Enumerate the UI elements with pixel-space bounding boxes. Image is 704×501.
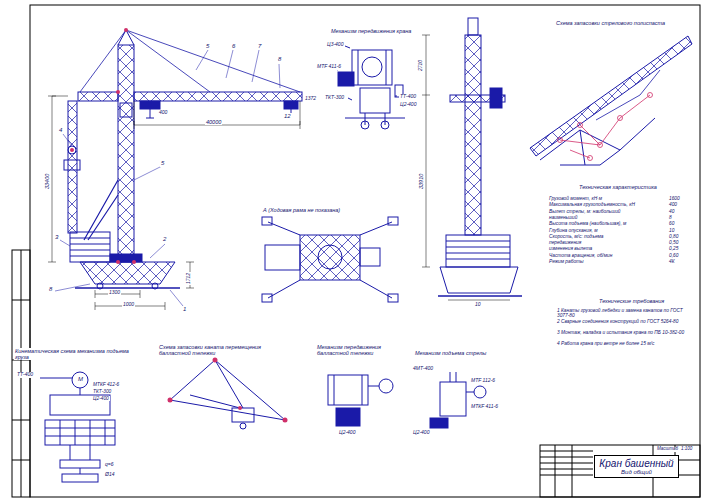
- dimension: 1372: [304, 96, 317, 102]
- pulleys: [168, 358, 288, 423]
- table-cell: 0,80: [668, 234, 679, 239]
- title-block-field: Масштаб: [656, 447, 679, 452]
- note-item: 2 Сварные соединения конструкций по ГОСТ…: [556, 319, 692, 324]
- view-title: А (Ходовая рама не показана): [262, 207, 341, 213]
- table-cell: наименьший: [548, 215, 578, 220]
- part-code: Ц2-400: [338, 430, 356, 436]
- table-cell: 4К: [668, 259, 676, 264]
- drawing-frame: [12, 5, 700, 497]
- table-cell: 0,25: [668, 246, 679, 251]
- drawing-title: Кран башенный: [599, 458, 674, 469]
- callout-number: 4: [58, 127, 63, 134]
- table-cell: Частота вращения, об/мин: [548, 253, 613, 258]
- callout-number: 8: [48, 286, 53, 293]
- rope-note: Ø14: [104, 472, 115, 478]
- part-code: МТКF 411-6: [470, 404, 499, 410]
- part-code: МТF 411-6: [316, 64, 342, 70]
- callout-number: 1: [182, 306, 187, 313]
- motor-symbol: М: [77, 376, 84, 383]
- table-cell: Режим работы: [548, 259, 585, 264]
- table-cell: Высота подъема (наибольшая), м: [548, 221, 627, 226]
- table-cell: Глубина опускания, м: [548, 228, 598, 233]
- hinge-points: [70, 28, 136, 264]
- view-title: Схема запасовки стрелового полиспаста: [555, 20, 666, 26]
- part-code: МТКF 412-6: [92, 382, 120, 387]
- view-title: Схема запасовки каната перемещения балла…: [158, 344, 295, 356]
- note-item: 3 Монтаж, наладка и испытания крана по П…: [556, 330, 692, 335]
- table-cell: Грузовой момент, кН·м: [548, 196, 603, 201]
- drawing-subtitle: Вид общий: [599, 469, 674, 475]
- leader-lines: [55, 50, 291, 306]
- dimension: 1712: [186, 272, 192, 285]
- rope-note: q=6: [104, 462, 114, 468]
- part-code: ТТ-400: [16, 372, 34, 378]
- view-title: Механизм передвижения балластной тележки: [316, 344, 410, 356]
- part-code: ТКТ-300: [324, 95, 345, 101]
- view-title: Механизм подъема стрелы: [414, 350, 487, 356]
- view-title: Кинематическая схема механизма подъема г…: [14, 348, 134, 360]
- callout-number: 6: [231, 43, 236, 50]
- note-item: 4 Работа крана при ветре не более 15 м/с: [556, 341, 692, 346]
- table-heading: Техническая характеристика: [578, 184, 658, 190]
- table-cell: 40: [668, 209, 675, 214]
- callout-number: 5: [160, 160, 165, 167]
- table-cell: 8: [668, 215, 673, 220]
- ballast-rope-scheme: [170, 360, 285, 429]
- part-code: Ц2-400: [92, 396, 110, 401]
- dimension: 1000: [122, 302, 135, 308]
- title-block-field: 1:100: [680, 447, 693, 452]
- part-code: Ц2-400: [412, 430, 430, 436]
- callout-number: 2: [162, 236, 167, 243]
- table-cell: 1600: [668, 196, 681, 201]
- part-code: ТКТ-300: [92, 389, 112, 394]
- table-cell: 60: [668, 221, 675, 226]
- travel-mechanism: [334, 46, 405, 129]
- table-cell: 10: [668, 228, 675, 233]
- notes-heading: Технические требования: [598, 298, 665, 304]
- part-code: Ц3-400: [326, 42, 344, 48]
- table-cell: 0,60: [668, 253, 679, 258]
- table-cell: Скорость, м/с: подъема: [548, 234, 605, 239]
- table-cell: 0,50: [668, 240, 679, 245]
- part-code: Ц2-400: [399, 102, 417, 108]
- dimension: 400: [158, 110, 168, 116]
- callout-number: 5: [205, 43, 210, 50]
- part-code: ТТ-400: [399, 94, 417, 100]
- dimension: 1300: [108, 290, 121, 296]
- plan-view: [262, 217, 398, 302]
- callout-number: 12: [283, 113, 292, 120]
- dimension: 33400: [44, 173, 50, 190]
- callout-number: 8: [277, 56, 282, 63]
- part-code: 4МТ-400: [412, 366, 434, 372]
- callout-number: 3: [54, 234, 59, 241]
- table-cell: Максимальная грузоподъемность, кН: [548, 202, 636, 207]
- callout-number: 7: [257, 43, 262, 50]
- rope-path: [558, 93, 653, 161]
- title-block: Кран башенныйВид общий: [594, 455, 679, 478]
- part-code: МТF 112-6: [470, 378, 496, 384]
- note-item: 1 Канаты грузовой лебедки и замена канат…: [556, 308, 692, 319]
- table-cell: передвижения: [548, 240, 582, 245]
- dimension: 10: [474, 302, 482, 308]
- view-title: Механизм передвижения крана: [330, 28, 412, 34]
- crane-front-view: [438, 18, 522, 296]
- table-cell: 400: [668, 202, 678, 207]
- table-cell: изменения вылета: [548, 246, 593, 251]
- table-cell: Вылет стрелы, м: наибольший: [548, 209, 622, 214]
- boom-reeving-scheme: [530, 36, 692, 165]
- hoist-kinematic-scheme: [40, 372, 115, 482]
- dimension: 40000: [205, 119, 222, 125]
- dimension: 2710: [418, 59, 424, 72]
- crane-side-view: [64, 30, 302, 289]
- ballast-mechanism: [328, 375, 393, 426]
- dimension: 33910: [418, 173, 424, 190]
